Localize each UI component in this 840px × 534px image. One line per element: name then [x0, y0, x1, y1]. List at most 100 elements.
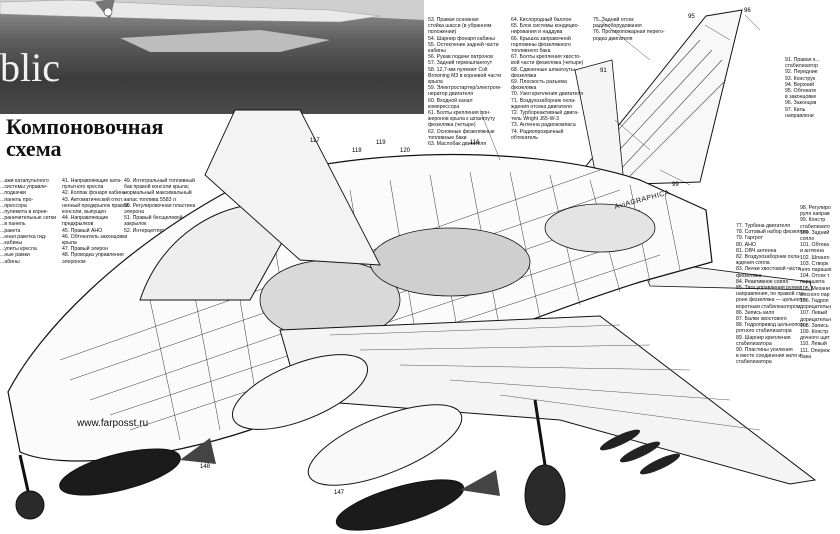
legend-line: 74. Радиопрозрачный — [511, 128, 564, 135]
website-url: www.farposst.ru — [77, 418, 149, 429]
legend-line: 85. Тяга управления рулем — [736, 285, 801, 292]
legend-line: 103. Створк — [800, 260, 829, 267]
legend-line: стойка шасси (в убранном — [428, 23, 492, 30]
legend-line: ...системы управле- — [0, 184, 48, 191]
legend-line: ...ракета — [0, 227, 21, 234]
title-line-1: Компоновочная — [6, 114, 164, 139]
legend-line: горловины фюзеляжного — [511, 41, 571, 48]
legend-line: 96. Законцов — [785, 100, 817, 107]
legend-column-4: 53. Правая основная стойка шасси (в убра… — [428, 17, 503, 147]
legend-line: топливного бака — [511, 48, 551, 55]
legend-line: 77. Турбина двигателя — [736, 223, 791, 229]
legend-line: 101. Обтека — [800, 242, 830, 249]
legend-line: 75. Задний отсек — [593, 17, 634, 23]
legend-line: 100. Задний — [800, 229, 830, 236]
legend-line: 42. Колпак фонаря кабины — [62, 190, 127, 197]
callout-number: 117 — [310, 138, 320, 144]
legend-column-9: 98. Регулиро руля направ 99. Констр стаб… — [800, 205, 840, 360]
legend-column-7: 91. Правая к... стабилизатор 92. Передни… — [785, 57, 840, 119]
callout-number: 147 — [334, 490, 345, 496]
legend-line: компрессора — [428, 103, 460, 110]
legend-line: топливные баки — [428, 134, 467, 141]
legend-line: 104. Отсек т — [800, 273, 830, 280]
legend-line: дочного щит — [800, 335, 830, 342]
legend-line: 58. 12,7-мм пулемет Colt — [428, 66, 488, 73]
callout-number: 96 — [744, 8, 751, 14]
legend-line: 95. Обтекате — [785, 88, 817, 95]
legend-line: 68. Сдвоенные шпангоуты — [511, 66, 575, 73]
legend-line: 102. Шпанго — [800, 254, 830, 261]
legend-line: воротным стабилизатором — [736, 303, 801, 310]
legend-line: 87. Балки хвостового — [736, 316, 787, 323]
legend-line: 81. ОВЧ антенна — [736, 247, 777, 254]
legend-line: 47. Правый элерон — [62, 246, 109, 253]
legend-line: Browning M3 в корневой части — [428, 72, 502, 79]
legend-line: запас топлива 5583 л — [124, 196, 176, 203]
legend-line: ...нная ракетка гид- — [0, 233, 47, 240]
legend-line: стабилизатор — [785, 63, 818, 70]
photo-caption: blic — [0, 45, 60, 90]
legend-line: нирования и наддува — [511, 29, 563, 36]
legend-line: ...прессора — [0, 202, 27, 209]
title-line-2: схема — [6, 136, 62, 161]
legend-line: крыла — [62, 240, 77, 247]
legend-line: 66. Крышка заправочной — [511, 35, 571, 42]
legend-line: 83. Лючки хвостовой части — [736, 266, 801, 273]
legend-line: ...ные рамки — [0, 252, 30, 259]
legend-line: 63. Маслобак двигателя — [428, 141, 487, 148]
legend-line: 80. АНО — [736, 241, 756, 248]
legend-line: дорицательн — [800, 304, 832, 311]
legend-line: направления, по правой сто- — [736, 291, 806, 298]
legend-line: радиооборудования — [593, 23, 642, 30]
legend-line: руля направ — [800, 211, 830, 218]
legend-line: 98. Регулиро — [800, 205, 831, 211]
legend-line: ...пулемета в корне- — [0, 209, 49, 216]
legend-line: 78. Сотовый набор фюзеляжа — [736, 229, 809, 236]
legend-line: элерона — [124, 209, 144, 216]
callout-number: 95 — [688, 14, 695, 20]
legend-line: пультного кресла — [62, 184, 104, 191]
legend-line: сопло — [800, 236, 815, 243]
legend-line: 59. Электростартер/электроге- — [428, 85, 502, 92]
legend-line: элероном — [62, 258, 86, 265]
legend-line: 89. Шарнир крепления — [736, 334, 791, 341]
legend-line: положении) — [428, 29, 457, 36]
legend-line: нератор двигателя — [428, 91, 474, 98]
legend-line: 56. Рукав подачи патронов — [428, 54, 493, 61]
legend-line: кабины — [428, 48, 446, 55]
legend-line: ...в панель — [0, 221, 26, 228]
legend-line: в законцовке — [785, 94, 817, 101]
legend-line: 71. Воздухозаборник охла- — [511, 97, 576, 104]
legend-line: 60. Входной канал — [428, 97, 473, 104]
legend-line: 108. Запись — [800, 322, 829, 329]
legend-line: тель Wright J65-W-3 — [511, 116, 560, 123]
legend-line: жеронов крыла к шпангоуту — [428, 116, 495, 123]
legend-line: 57. Задний гермошпангоут — [428, 60, 493, 67]
legend-line: 110. Левый — [800, 341, 827, 348]
legend-column-1: ...ажи катапультного ...системы управле-… — [0, 178, 58, 265]
legend-line: 88. Гидропривод цельнопово- — [736, 322, 808, 329]
legend-line: закрылок — [124, 221, 147, 228]
legend-line: крыла — [428, 79, 443, 86]
legend-line: стабилизатора — [736, 340, 772, 347]
legend-line: ного парашю — [800, 267, 832, 274]
legend-line: 97. Киль — [785, 106, 806, 113]
legend-line: 73. Антенна радиокомпаса — [511, 122, 576, 129]
legend-column-8: 77. Турбина двигателя 78. Сотовый набор … — [736, 223, 809, 366]
legend-line: 106. Гидроп — [800, 298, 829, 305]
legend-line: 49. Интегральный топливный — [124, 178, 195, 184]
legend-line: фюзеляжа — [736, 272, 762, 279]
legend-line: 55. Остекление задней части — [428, 41, 499, 48]
legend-line: ...подкачки — [0, 190, 26, 197]
legend-line: 46. Обтекатель законцовки — [62, 233, 128, 240]
legend-line: 54. Шарнир фонаря кабины — [428, 35, 495, 42]
photo-aircraft-silhouette — [0, 0, 424, 52]
legend-line: 43. Автоматический откл.- — [62, 196, 125, 203]
legend-line: 44. Направляющие — [62, 215, 109, 222]
legend-line: 67. Болты крепления хвосто- — [511, 54, 581, 61]
legend-line: 48. Проводка управления — [62, 252, 124, 259]
legend-line: 94. Верхний — [785, 81, 815, 88]
legend-line: 72. Турбореактивный двига- — [511, 110, 579, 117]
legend-line: 53. Правая основная — [428, 17, 479, 23]
